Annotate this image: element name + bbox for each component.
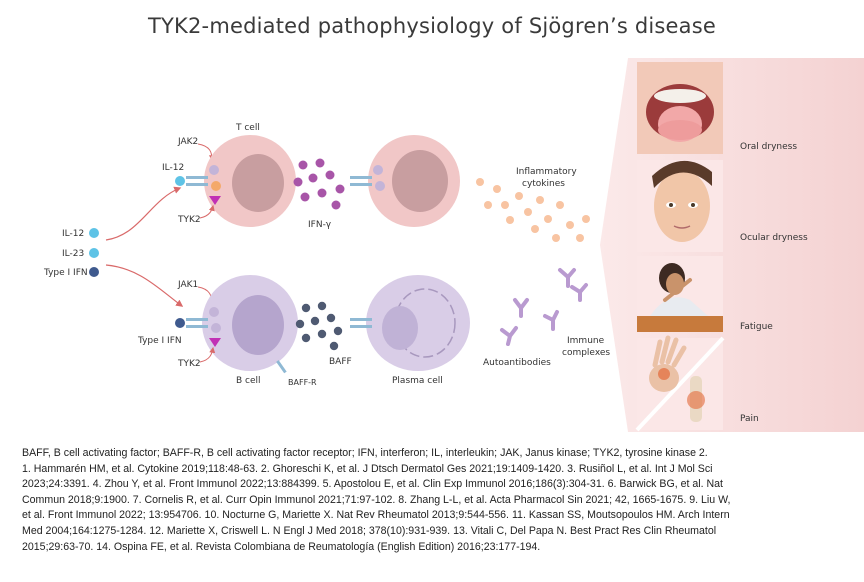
il12-ligand [175,176,185,186]
bcell-tyk2-marker [209,338,221,347]
legend-il12-label: IL-12 [62,229,84,239]
activated-tcell-receptor-2 [350,183,372,186]
activated-tcell-kinase [373,165,383,175]
bcell-receptor-2 [186,325,208,328]
footnote-line: et al. Front Immunol 2022; 13:954706. 10… [22,509,730,522]
activated-tcell-nucleus [392,150,448,212]
bcell-label: B cell [236,376,261,386]
baff-r-label: BAFF-R [288,378,317,387]
plasma-cell-label: Plasma cell [392,376,443,386]
activated-tcell-receptor [350,176,372,179]
jak1-marker [209,307,219,317]
baff-dots [295,301,343,351]
jak1-label: JAK1 [177,280,198,290]
pain-illustration [635,335,725,432]
immune-complexes-line2: complexes [562,348,610,358]
symptom-oral-dryness: Oral dryness [740,142,797,152]
jak2-marker [209,165,219,175]
tcell-receptor [186,176,208,179]
footnote: BAFF, B cell activating factor; BAFF-R, … [22,446,842,555]
inflammatory-label-line1: Inflammatory [516,167,577,177]
jak2-label: JAK2 [177,137,198,147]
jak2-pointer [197,143,215,162]
tcell-nucleus [232,154,284,212]
legend-il23-label: IL-23 [62,249,84,259]
bcell-row: JAK1 Type I IFN TYK2 B cell BAFF-R BAFF [137,268,610,387]
legend-type1ifn-label: Type I IFN [43,268,88,278]
immune-complexes-line1: Immune [567,336,605,346]
pathophysiology-diagram: IL-12 IL-23 Type I IFN IL-12 JAK2 T cell… [43,58,864,432]
symptom-pain: Pain [740,414,759,424]
jak2-marker-2 [211,181,221,191]
tcell-row: IL-12 JAK2 T cell TYK2 IFN-γ Inflamma [162,123,590,242]
il23-dot [89,248,99,258]
tcell-tyk2-label: TYK2 [177,215,201,225]
face-illustration [637,160,723,252]
footnote-line: BAFF, B cell activating factor; BAFF-R, … [22,447,708,459]
plasma-receptor [350,318,372,321]
bcell-tyk2-pointer [199,346,216,363]
bcell-type1ifn-label: Type I IFN [137,336,182,346]
inflammatory-cytokine-dots [476,178,590,242]
jak1-marker-2 [211,323,221,333]
baff-label: BAFF [329,357,352,367]
fatigue-illustration [637,256,723,332]
autoantibodies-label: Autoantibodies [483,358,551,368]
ifn-gamma-label: IFN-γ [308,220,332,230]
footnote-line: 2023;24:3391. 4. Zhou Y, et al. Front Im… [22,478,723,491]
bcell-nucleus [232,295,284,355]
symptom-fatigue: Fatigue [740,322,773,332]
plasma-cell-nucleus [382,306,418,350]
mouth-illustration [637,62,723,154]
page-title: TYK2-mediated pathophysiology of Sjögren… [147,14,717,38]
activated-tcell-kinase-2 [375,181,385,191]
bcell-tyk2-label: TYK2 [177,359,201,369]
bcell-receptor [186,318,208,321]
tcell-receptor-2 [186,183,208,186]
footnote-line: Commun 2018;9:1900. 7. Cornelis R, et al… [22,493,731,506]
symptom-illustrations: Oral dryness Ocular dryness Fatigue Pain [635,62,808,432]
il12-dot [89,228,99,238]
baff-receptor-stem [276,360,287,374]
plasma-receptor-2 [350,325,372,328]
type1ifn-dot [89,267,99,277]
type1ifn-ligand [175,318,185,328]
footnote-line: 1. Hammarén HM, et al. Cytokine 2019;118… [22,462,713,475]
tcell-label: T cell [235,123,260,133]
il12-receptor-label: IL-12 [162,163,184,173]
symptom-ocular-dryness: Ocular dryness [740,233,808,243]
footnote-line: 2015;29:63-70. 14. Ospina FE, et al. Rev… [22,540,541,553]
arrow-to-tcell [105,186,182,241]
inflammatory-label-line2: cytokines [522,179,565,189]
ifn-gamma-dots [293,158,345,210]
input-legend: IL-12 IL-23 Type I IFN [43,228,99,278]
tyk2-marker [209,196,221,205]
arrow-to-bcell [105,264,184,307]
footnote-line: Med 2004;164:1275-1284. 12. Mariette X, … [22,524,717,537]
antibodies [500,268,588,346]
tcell-tyk2-pointer [199,204,215,219]
